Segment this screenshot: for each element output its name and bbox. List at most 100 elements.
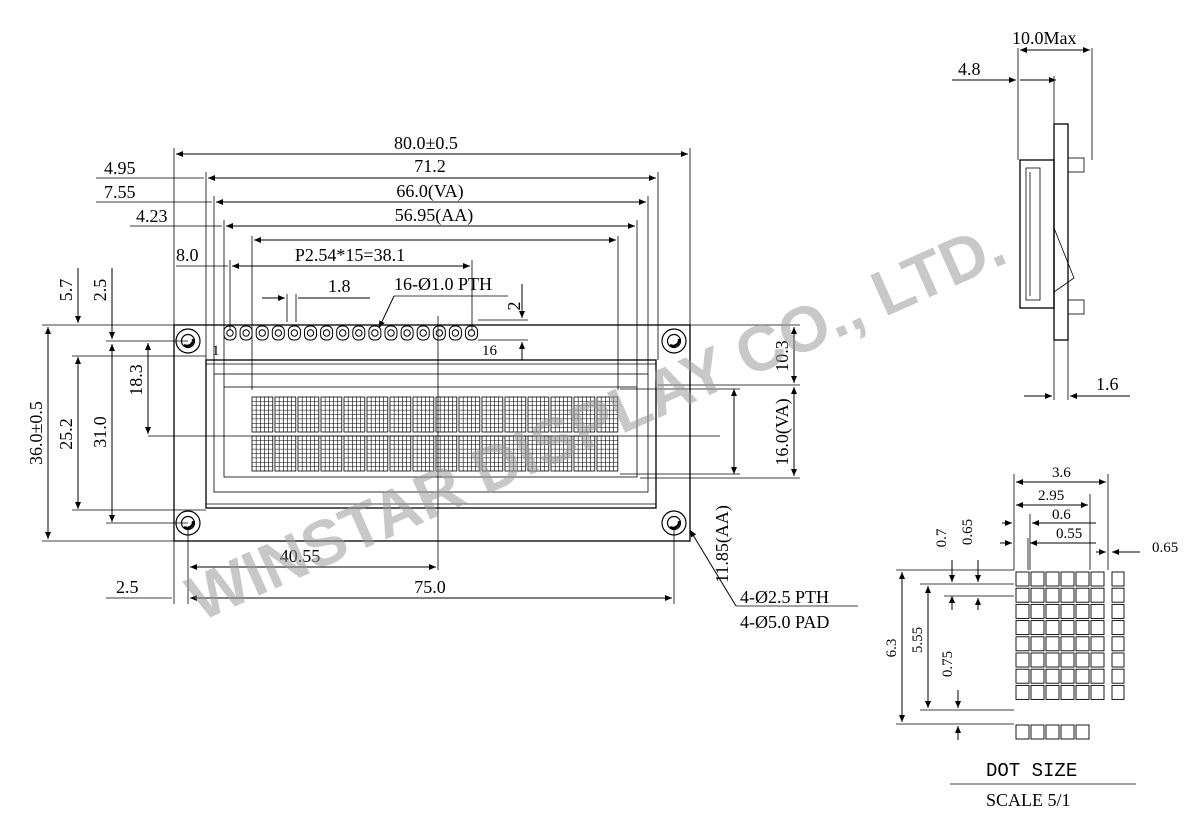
dim-bottom-2-5: 2.5 [116, 577, 139, 597]
dim-dot-5-55: 5.55 [910, 627, 926, 653]
dim-dot-2-95: 2.95 [1038, 488, 1064, 504]
dot [1030, 571, 1045, 587]
dot [1045, 587, 1060, 603]
cursor-dot [1045, 724, 1060, 740]
dim-dot-0-7: 0.7 [934, 528, 950, 547]
character-cell [550, 396, 573, 433]
character-cell [389, 396, 412, 433]
dot [1030, 603, 1045, 619]
character-cell [320, 435, 343, 472]
dot [1060, 636, 1075, 652]
character-cell [481, 435, 504, 472]
dot [1075, 571, 1090, 587]
dot [1090, 620, 1105, 636]
dot [1030, 587, 1045, 603]
dim-left-7-55: 7.55 [104, 182, 136, 202]
dim-overall-width: 80.0±0.5 [394, 133, 458, 153]
cursor-dot [1060, 724, 1075, 740]
dot [1030, 636, 1045, 652]
dim-view-area-w: 66.0(VA) [396, 181, 463, 202]
dot [1060, 684, 1075, 700]
dot-scale-label: SCALE 5/1 [986, 790, 1071, 810]
dot [1075, 652, 1090, 668]
pin-pad [239, 325, 253, 341]
character-cell [596, 396, 619, 433]
dot [1090, 636, 1105, 652]
dot [1090, 571, 1105, 587]
pin-pad [320, 325, 334, 341]
dim-dot-0-65: 0.65 [960, 519, 976, 545]
dot [1111, 620, 1125, 636]
character-cell [274, 435, 297, 472]
dot [1090, 684, 1105, 700]
character-cell [504, 396, 527, 433]
character-cell [550, 435, 573, 472]
pin-pad [448, 325, 462, 341]
dot [1045, 603, 1060, 619]
character-grid [251, 396, 619, 472]
dot [1045, 636, 1060, 652]
character-cell [251, 435, 274, 472]
character-cell [297, 396, 320, 433]
side-view: 10.0Max 4.8 1.6 [952, 28, 1130, 400]
dot [1111, 636, 1125, 652]
dim-left-4-95: 4.95 [104, 158, 136, 178]
dot [1090, 668, 1105, 684]
dot [1111, 571, 1125, 587]
dot [1075, 668, 1090, 684]
hole-pad-label: 4-Ø5.0 PAD [740, 612, 829, 632]
character-cell [596, 435, 619, 472]
dot-detail: 3.6 2.95 0.6 0.55 0.65 6.3 5.55 0.7 0.65 [884, 465, 1178, 810]
dim-dot-6-3: 6.3 [884, 639, 900, 658]
dim-dot-0-65r: 0.65 [1152, 540, 1178, 556]
dim-pin-gap: 2 [504, 302, 524, 311]
character-cell [458, 396, 481, 433]
dim-aa-height: 11.85(AA) [712, 505, 733, 583]
dim-top-2-5: 2.5 [90, 279, 110, 302]
dot [1045, 684, 1060, 700]
bezel-outline [205, 359, 657, 509]
dot [1111, 684, 1125, 700]
hole-pth-label: 4-Ø2.5 PTH [740, 587, 829, 607]
pin-pad [384, 325, 398, 341]
character-cell [458, 435, 481, 472]
dim-height-18-3: 18.3 [126, 364, 146, 396]
dot [1075, 587, 1090, 603]
dot [1111, 652, 1125, 668]
character-cell [251, 396, 274, 433]
dim-pcb-inner: 71.2 [414, 156, 446, 176]
dot [1075, 636, 1090, 652]
dot [1090, 587, 1105, 603]
dot [1060, 652, 1075, 668]
dot [1015, 684, 1030, 700]
dim-dot-0-55: 0.55 [1056, 526, 1082, 542]
front-view: 1 16 80.0±0.5 71.2 4.95 66.0(VA) 7.55 56… [26, 133, 858, 632]
pin-pad [287, 325, 301, 341]
pin-pad [271, 325, 285, 341]
pth-label: 16-Ø1.0 PTH [394, 274, 492, 294]
dim-pin-span: P2.54*15=38.1 [295, 245, 405, 265]
dim-dot-0-6: 0.6 [1052, 507, 1071, 523]
character-cell [366, 435, 389, 472]
character-cell [320, 396, 343, 433]
dot [1015, 668, 1030, 684]
dot-size-title: DOT SIZE [986, 760, 1077, 782]
dot [1060, 668, 1075, 684]
dim-height-25-2: 25.2 [56, 418, 76, 450]
character-cell [504, 435, 527, 472]
pin-pad [368, 325, 382, 341]
dim-top-5-7: 5.7 [56, 279, 76, 302]
dim-side-depth: 4.8 [958, 59, 981, 79]
pin-pad [400, 325, 414, 341]
character-cell [366, 396, 389, 433]
dot [1090, 603, 1105, 619]
dim-height-36: 36.0±0.5 [26, 401, 46, 465]
dim-pad-width: 1.8 [328, 276, 351, 296]
dot [1030, 668, 1045, 684]
pin-header [223, 325, 478, 341]
dot [1045, 620, 1060, 636]
dim-right-va-h: 16.0(VA) [772, 398, 793, 465]
character-cell [573, 435, 596, 472]
character-cell [389, 435, 412, 472]
